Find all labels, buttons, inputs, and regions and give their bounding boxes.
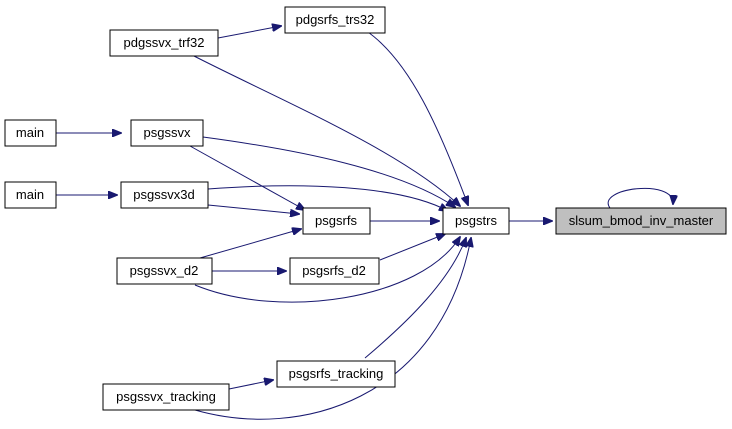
node-psgsrfs[interactable]: psgsrfs	[302, 207, 371, 235]
node-label: psgssvx3d	[133, 187, 194, 202]
edge-psgsrfs_tracking-to-psgstrs	[364, 238, 466, 359]
node-label: main	[16, 187, 44, 202]
node-pdgsrfs_trs32[interactable]: pdgsrfs_trs32	[284, 6, 386, 34]
node-psgsrfs_d2[interactable]: psgsrfs_d2	[289, 257, 380, 285]
node-label: psgsrfs	[315, 213, 357, 228]
node-psgssvx_d2[interactable]: psgssvx_d2	[116, 257, 213, 285]
edge-psgssvx_tracking-to-psgsrfs_tracking	[228, 380, 273, 390]
edge-psgssvx-to-psgstrs	[202, 136, 455, 207]
node-psgsrfs_tracking[interactable]: psgsrfs_tracking	[276, 360, 396, 388]
node-psgssvx[interactable]: psgssvx	[130, 119, 204, 147]
node-label: pdgssvx_trf32	[124, 35, 205, 50]
edges	[56, 26, 673, 420]
node-psgssvx3d[interactable]: psgssvx3d	[120, 181, 209, 209]
node-label: psgssvx_tracking	[116, 389, 216, 404]
edge-pdgsrfs_trs32-to-psgstrs	[364, 29, 468, 205]
edge-psgssvx_d2-to-psgstrs	[194, 237, 460, 303]
node-pdgssvx_trf32[interactable]: pdgssvx_trf32	[109, 29, 219, 57]
node-label: slsum_bmod_inv_master	[569, 213, 714, 228]
edge-slsum_bmod_inv_master-self	[607, 187, 673, 209]
node-label: psgsrfs_d2	[302, 263, 366, 278]
edge-psgssvx-to-psgsrfs	[189, 145, 305, 210]
edge-psgssvx3d-to-psgsrfs	[207, 204, 299, 214]
edge-pdgssvx_trf32-to-psgstrs	[191, 54, 460, 206]
node-label: psgsrfs_tracking	[289, 366, 384, 381]
edge-psgssvx3d-to-psgstrs	[207, 185, 448, 211]
edge-pdgssvx_trf32-to-pdgsrfs_trs32	[217, 26, 281, 39]
edge-psgssvx_tracking-to-psgstrs	[194, 238, 471, 420]
node-label: psgssvx	[144, 125, 191, 140]
node-psgstrs[interactable]: psgstrs	[442, 207, 510, 235]
node-label: main	[16, 125, 44, 140]
node-label: psgstrs	[455, 213, 497, 228]
node-label: psgssvx_d2	[130, 263, 199, 278]
node-main-1[interactable]: main	[4, 119, 57, 147]
node-main-2[interactable]: main	[4, 181, 57, 209]
node-psgssvx_tracking[interactable]: psgssvx_tracking	[102, 383, 230, 411]
edge-psgsrfs_d2-to-psgstrs	[379, 234, 445, 261]
node-label: pdgsrfs_trs32	[296, 12, 375, 27]
nodes: slsum_bmod_inv_master psgstrs pdgsrfs_tr…	[4, 6, 727, 411]
edge-psgssvx_d2-to-psgsrfs	[199, 229, 301, 259]
node-slsum_bmod_inv_master[interactable]: slsum_bmod_inv_master	[555, 207, 727, 235]
